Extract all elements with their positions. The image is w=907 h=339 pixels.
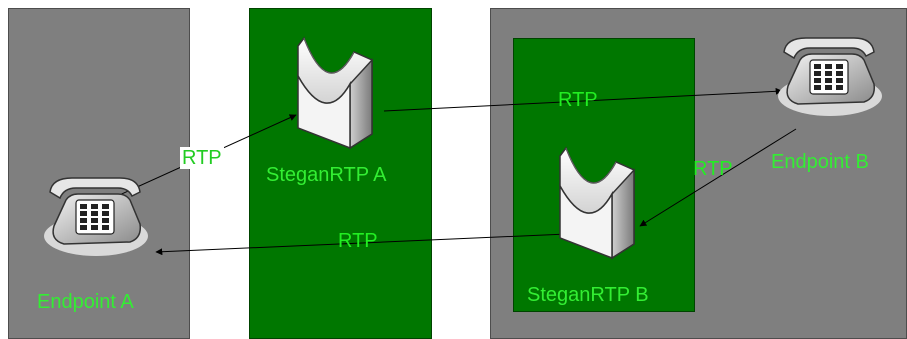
- telephone-icon: [777, 37, 883, 117]
- edge-stegan-a-to-endpoint-b: [383, 87, 783, 112]
- stegan-b-label: SteganRTP B: [527, 284, 649, 306]
- edge-stegan-b-to-endpoint-a: [155, 233, 568, 256]
- edge-label-endpoint-b-to-stegan-b: RTP: [693, 158, 733, 180]
- endpoint-a-zone: [8, 8, 190, 339]
- edge-endpoint-b-to-stegan-b: [639, 128, 797, 227]
- stegan-relay-icon: [559, 147, 635, 259]
- stegan-relay-icon: [297, 37, 373, 149]
- telephone-icon: [43, 177, 149, 257]
- stegan-a-zone: [249, 8, 432, 339]
- edge-label-endpoint-a-to-stegan-a: RTP: [180, 147, 224, 169]
- stegan-b-zone: [513, 38, 695, 312]
- endpoint-a-label: Endpoint A: [37, 291, 134, 313]
- edge-label-stegan-b-to-endpoint-a: RTP: [338, 230, 378, 252]
- stegan-a-label: SteganRTP A: [266, 164, 387, 186]
- edge-label-stegan-a-to-endpoint-b: RTP: [558, 89, 598, 111]
- endpoint-b-label: Endpoint B: [771, 151, 869, 173]
